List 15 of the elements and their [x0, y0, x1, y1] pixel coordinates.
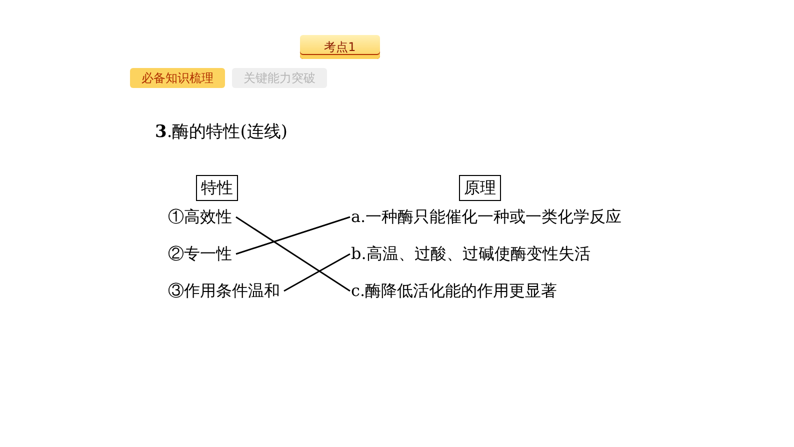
matching-line: [236, 216, 350, 292]
question-heading: 3.酶的特性(连线): [155, 121, 288, 143]
matching-line: [236, 216, 350, 255]
property-item: ①高效性: [168, 207, 232, 227]
active-tab: 必备知识梳理: [130, 68, 225, 88]
property-item: ②专一性: [168, 244, 232, 264]
section-tab: 考点1: [300, 35, 380, 59]
principle-item: b.高温、过酸、过碱使酶变性失活: [351, 244, 590, 264]
property-item: ③作用条件温和: [168, 281, 280, 301]
principle-item: c.酶降低活化能的作用更显著: [351, 281, 558, 301]
inactive-tab: 关键能力突破: [232, 68, 327, 88]
column-heading: 特性: [196, 175, 238, 201]
principle-item: a.一种酶只能催化一种或一类化学反应: [351, 207, 622, 227]
column-heading: 原理: [459, 175, 501, 201]
matching-line: [284, 253, 350, 292]
